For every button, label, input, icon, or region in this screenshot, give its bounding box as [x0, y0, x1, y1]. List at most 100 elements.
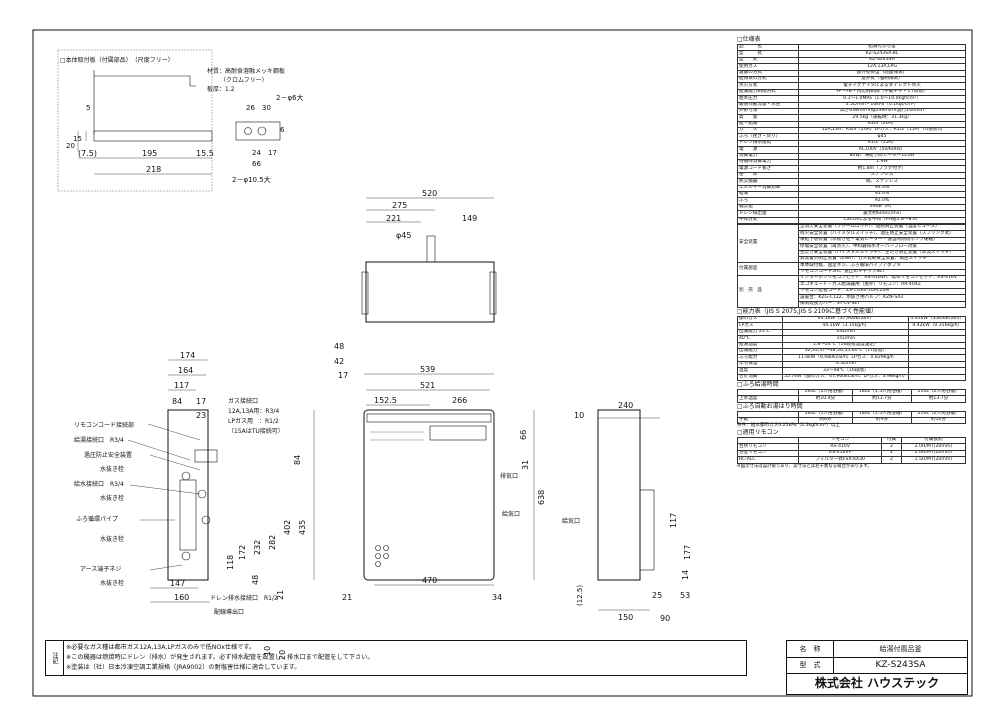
dim-side-20: 20 — [278, 650, 287, 660]
table-header-cell: 180L（1.5人用浴槽） — [851, 388, 913, 397]
spec-value: 電子イグナイタによるダイレクト点火 — [798, 82, 966, 90]
table-cell: 約13.7分 — [911, 395, 966, 403]
table-header-row: 160L（1人用浴槽）180L（1.5人用浴槽）210L（2人用浴槽） — [737, 410, 966, 419]
table-cell: RC-ALC — [737, 456, 799, 464]
spec-key: 中和方式 — [737, 216, 799, 224]
table-header-cell: 付属 — [881, 437, 902, 445]
table-cell: 55.7kW（都市ガス：47,900kcal/h、LPガス：3.98kg/h） — [782, 373, 910, 381]
label-front-exhaust: 排気口 — [500, 472, 518, 480]
table-cell: 2.0H/MT(20mm) — [900, 449, 967, 458]
table-cell: 1.5H/MT(20mm) — [900, 456, 967, 464]
dim-front-34: 34 — [492, 593, 502, 602]
dim-right-14: 14 — [681, 570, 690, 580]
dim-side-17: 17 — [196, 397, 206, 406]
dim-front-42: 42 — [334, 357, 344, 366]
bracket-heading: □本体取付板（付属部品） （尺度フリー） — [60, 56, 174, 64]
spec-remote-line: エコキュート・ガス給湯器用（屋外）リモコン：RR-404Z — [798, 281, 966, 289]
dim-front-521: 521 — [420, 381, 435, 390]
label-supply: 給湯接続口 R3/4 — [74, 436, 124, 444]
bracket-hole10-label: 2－φ10.5大 — [232, 175, 271, 184]
dim-front-66: 66 — [519, 430, 528, 440]
dim-right-25: 25 — [652, 591, 662, 600]
bracket-hole-small — [244, 127, 252, 135]
table-cell: 合計消費 — [736, 373, 784, 381]
bracket-material2: （クロムフリー） — [220, 77, 268, 84]
top-view-body — [365, 261, 495, 323]
reheat-heading: □ふろ自動お湯はり時間 — [737, 402, 803, 410]
dim-bracket-20: 20 — [66, 142, 75, 150]
label-right-intake: 給気口 — [562, 517, 580, 525]
table-cell: 3.5L/min — [782, 360, 910, 369]
label-water-plug: 水抜き栓 — [100, 465, 124, 473]
table-cell: 上水温度 — [737, 395, 799, 403]
table-cell — [908, 373, 966, 381]
spec-value: 屋外壁掛型（前面排気） — [798, 69, 966, 77]
table-cell — [908, 354, 966, 362]
filltime-heading: □ふろ給湯時間 — [737, 380, 779, 388]
dim-side-172: 172 — [238, 545, 247, 560]
label-gas4: （15AはTU接続可） — [228, 427, 284, 435]
table-cell — [908, 367, 966, 375]
title-block: 名 称 給湯付風呂釜 型 式 KZ-S243SA 株式会社 ハウステック — [786, 640, 968, 695]
table-cell: 約10.4分 — [798, 395, 853, 403]
dim-bracket-26: 26 — [246, 104, 255, 112]
dim-bracket-218: 218 — [146, 165, 161, 174]
notes-label: 注記 — [46, 641, 64, 675]
spec-value: R3/4（20A） — [798, 120, 966, 129]
table-cell: 33～48℃（16段階） — [782, 367, 910, 375]
dim-side-84v: 84 — [293, 455, 302, 465]
table-header-cell — [737, 388, 799, 397]
capacity-heading: □能力表（JIS S 2075,JIS S 2109に基づく性能値） — [737, 308, 878, 316]
reheat-note: 条件：給水都市ガス0.25kPa（2.5kgf/cm²）以上 — [737, 423, 840, 429]
dim-top-520: 520 — [422, 189, 437, 198]
table-header-cell: 180L（1.5人用浴槽） — [851, 410, 913, 419]
bracket-detail: □本体取付板（付属部品） （尺度フリー） 材質：高耐食溶融メッキ鋼板 （クロムフ… — [57, 49, 304, 192]
dim-front-21: 21 — [342, 593, 352, 602]
bracket-thickness: 板厚：1.2 — [207, 85, 235, 93]
company-name: 株式会社 ハウステック — [814, 676, 940, 690]
top-view: 520 275 221 149 φ45 — [361, 189, 497, 323]
spec-option-label: 付属部品 — [737, 262, 799, 277]
table-cell: 2 — [881, 456, 902, 464]
spec-value: FF・FB・内比例制御（手動チャ・↓7燃焼） — [798, 88, 966, 97]
dim-bracket-30: 30 — [262, 104, 271, 112]
spec-value: 12A,13A：R3/4（20A）LPガス：R1/2（15A）TU接続可 — [798, 127, 966, 135]
bracket-hole-detail — [235, 121, 281, 141]
table-cell — [908, 360, 966, 369]
spec-value: 12A,13A,LPG — [798, 63, 966, 71]
table-cell — [908, 341, 966, 350]
label-front-intake: 給気口 — [502, 510, 520, 518]
dim-front-638: 638 — [537, 490, 546, 505]
table-header-row: 160L（1人用浴槽）180L（1.5人用浴槽）210L（2人用浴槽） — [737, 388, 966, 397]
table-cell: 44.1kW（37,900kcal/h） — [782, 315, 910, 324]
dim-front-266: 266 — [452, 396, 467, 405]
front-view: 539 521 152.5 266 48 42 17 66 31 638 470… — [334, 342, 546, 602]
side-view-body — [167, 409, 209, 581]
table-header-cell: 160L（1人用浴槽） — [798, 410, 853, 419]
reheat-table: 160L（1人用浴槽）180L（1.5人用浴槽）210L（2人用浴槽）手動約8分… — [737, 410, 966, 425]
table-cell: 約11.7分 — [851, 395, 913, 403]
dim-front-48: 48 — [334, 342, 344, 351]
bracket-material1: 材質：高耐食溶融メッキ鋼板 — [207, 67, 285, 75]
spec-safety-table: 安全装置 立消え安全装置（フレームロッド）、過熱防止装置（温度ヒューズ） 残火安… — [737, 223, 966, 309]
table-cell: 4.42kW（3,800kcal/h） — [908, 315, 966, 324]
spec-safety-line: 異常着火防止装置（ZNR）、ガス遮断安全装置、風圧スイッチ — [798, 255, 966, 264]
table-header-cell — [737, 410, 799, 419]
label-drain: ドレン排水接続口 R1/2 — [210, 594, 278, 602]
bracket-hole6-label: 2－φ6大 — [276, 93, 304, 102]
dim-top-275: 275 — [392, 201, 407, 210]
spec-safety-label: 安全装置 — [737, 223, 799, 264]
front-view-exhaust-grille — [429, 425, 487, 441]
